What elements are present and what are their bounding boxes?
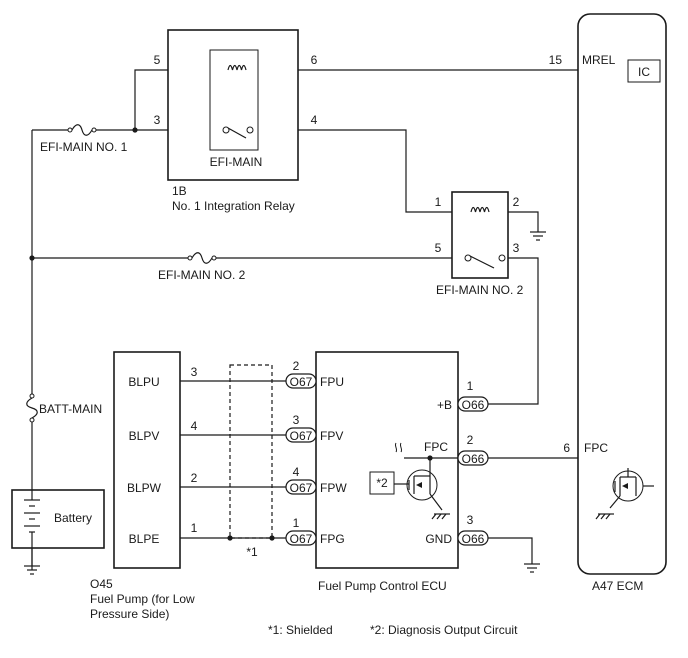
- ecm-fpc-pin: 6: [563, 441, 570, 455]
- ecm-mrel-pin: 15: [549, 53, 563, 67]
- connector-code: O67: [290, 532, 313, 546]
- connector-code: O67: [290, 481, 313, 495]
- pin-number: 4: [311, 113, 318, 127]
- junction-dot: [269, 535, 275, 541]
- diagnosis-box-label: *2: [376, 476, 388, 490]
- connector-pill: [457, 530, 489, 546]
- relay-switch-icon: [222, 126, 254, 139]
- connector-code: O67: [290, 429, 313, 443]
- fuse-batt-main: [26, 393, 38, 423]
- ecu-terminal-label: FPV: [320, 429, 343, 443]
- shield-mark: *1: [246, 545, 258, 559]
- efi-main-relay-inner: [209, 49, 259, 151]
- pump-terminal-label: BLPE: [129, 532, 160, 546]
- pin-number: 2: [467, 433, 474, 447]
- relay-switch-icon: [464, 254, 506, 269]
- connector-code: O66: [462, 398, 485, 412]
- efi-main-no2-relay-box: [451, 191, 509, 279]
- ecu-terminal-label: FPC: [424, 440, 448, 454]
- pin-number: 2: [513, 195, 520, 209]
- pin-number: 1: [435, 195, 442, 209]
- ecm-fpc-label: FPC: [584, 441, 608, 455]
- pin-number: 4: [293, 465, 300, 479]
- ecm-label: A47 ECM: [592, 579, 643, 593]
- ecu-terminal-label: FPU: [320, 375, 344, 389]
- pin-number: 3: [467, 513, 474, 527]
- connector-code: O66: [462, 452, 485, 466]
- transistor-icon: [406, 469, 450, 520]
- ground-icon: [530, 231, 546, 241]
- pin-number: 1: [293, 516, 300, 530]
- pin-number: 3: [513, 241, 520, 255]
- ground-icon: [24, 565, 40, 575]
- connector-code: O66: [462, 532, 485, 546]
- pin-number: 3: [191, 365, 198, 379]
- pump-name-line2: Pressure Side): [90, 607, 169, 621]
- pump-terminal-label: BLPU: [128, 375, 159, 389]
- fuse-label-efi-main-no1: EFI-MAIN NO. 1: [40, 140, 128, 154]
- fuse-label-batt-main: BATT-MAIN: [39, 402, 102, 416]
- fuse-efi-main-no2: [187, 252, 217, 264]
- ecu-terminal-label: FPG: [320, 532, 345, 546]
- note-shielded: *1: Shielded: [268, 623, 333, 637]
- ecm-ic-box: [627, 59, 661, 83]
- fuse-label-efi-main-no2: EFI-MAIN NO. 2: [158, 268, 246, 282]
- pump-name-line1: Fuel Pump (for Low: [90, 592, 195, 606]
- relay-block-label: EFI-MAIN: [210, 155, 263, 169]
- connector-pill: [285, 479, 317, 495]
- connector-pill: [285, 427, 317, 443]
- pin-number: 5: [154, 53, 161, 67]
- junction-dot: [132, 127, 138, 133]
- pin-number: 3: [293, 413, 300, 427]
- relay-name-label: No. 1 Integration Relay: [172, 199, 295, 213]
- junction-dot: [29, 255, 35, 261]
- pin-number: 4: [191, 419, 198, 433]
- noise-filter-icon: [394, 442, 403, 453]
- connector-pill: [457, 396, 489, 412]
- fuel-pump-box: [113, 351, 181, 569]
- pin-number: 2: [293, 359, 300, 373]
- connector-pill: [285, 373, 317, 389]
- transistor-icon: [595, 468, 654, 520]
- pin-number: 2: [191, 471, 198, 485]
- note-diagnosis: *2: Diagnosis Output Circuit: [370, 623, 518, 637]
- connector-code: O67: [290, 375, 313, 389]
- ecu-internal-wiring: [394, 442, 458, 485]
- ecu-terminal-label: +B: [437, 398, 452, 412]
- pin-number: 1: [191, 521, 198, 535]
- pin-number: 3: [154, 113, 161, 127]
- pump-connector-label: O45: [90, 577, 113, 591]
- relay-connector-label: 1B: [172, 184, 187, 198]
- integration-relay-box: [167, 29, 299, 181]
- relay-coil-icon: [470, 206, 490, 213]
- pump-ecu-box: [315, 351, 459, 569]
- diagnosis-box: [369, 471, 395, 495]
- relay-efi2-label: EFI-MAIN NO. 2: [436, 283, 524, 297]
- battery-symbol: [11, 489, 105, 549]
- junction-dot: [227, 535, 233, 541]
- pin-number: 6: [311, 53, 318, 67]
- pump-terminal-label: BLPW: [127, 481, 162, 495]
- battery-label: Battery: [54, 511, 92, 525]
- ecu-terminal-label: GND: [425, 532, 452, 546]
- pin-number: 1: [467, 379, 474, 393]
- relay-coil-icon: [227, 64, 247, 71]
- ground-icon: [524, 563, 540, 573]
- ecm-box: [577, 13, 667, 575]
- pin-number: 5: [435, 241, 442, 255]
- pump-terminal-label: BLPV: [129, 429, 160, 443]
- ecm-mrel-label: MREL: [582, 53, 616, 67]
- fuse-efi-main-no1: [67, 124, 97, 136]
- connector-pill: [285, 530, 317, 546]
- shield-outline: [229, 364, 273, 539]
- ecu-terminal-label: FPW: [320, 481, 347, 495]
- pump-ecu-label: Fuel Pump Control ECU: [318, 579, 447, 593]
- ecm-ic-label: IC: [638, 65, 650, 79]
